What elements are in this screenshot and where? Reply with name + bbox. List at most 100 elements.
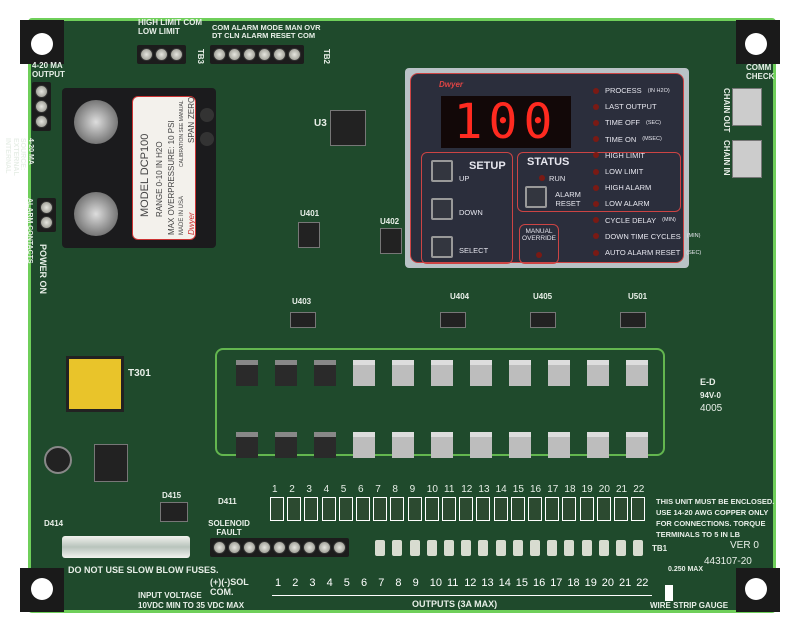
indicator-row: TIME OFF(SEC) (593, 118, 661, 127)
indicator-row: LAST OUTPUT (593, 102, 663, 111)
down-button[interactable] (431, 198, 453, 220)
tb3-labels: HIGH LIMIT COM LOW LIMIT (138, 18, 202, 37)
output-number: 4 (326, 577, 333, 589)
output-led (442, 497, 456, 521)
terminal-pad (512, 540, 523, 556)
indicator-led (593, 136, 599, 143)
alarm-reset-button[interactable] (525, 186, 547, 208)
t301-label: T301 (128, 368, 151, 379)
calibration-text: CALIBRATION SEE MANUAL (179, 100, 185, 167)
select-button[interactable] (431, 236, 453, 258)
indicator-label: HIGH LIMIT (605, 150, 646, 160)
indicator-unit: (MIN) (662, 217, 676, 224)
output-label: 4-20 MA OUTPUT (32, 61, 65, 79)
output-number: 2 (292, 577, 299, 589)
tb3-label: TB3 (195, 48, 205, 64)
led-channel-number: 14 (495, 484, 507, 495)
span-text: SPAN (187, 121, 196, 143)
manual-override-label[interactable]: MANUAL OVERRIDE (522, 228, 556, 242)
terminal-pad (581, 540, 592, 556)
tb3-terminal-block[interactable] (137, 45, 186, 64)
chip (298, 222, 320, 248)
led-channel-number: 22 (633, 484, 645, 495)
setup-title: SETUP (469, 160, 506, 172)
sensor-label: MODEL DCP100 RANGE 0-10 IN H2O MAX OVERP… (132, 96, 196, 240)
d411-label: D411 (218, 497, 237, 506)
terminal-pad (409, 540, 420, 556)
output-number: 6 (361, 577, 368, 589)
terminal-label: (+)(-)SOL COM. (210, 577, 249, 597)
output-led (596, 497, 611, 521)
pressure-port-low (74, 192, 118, 236)
mosfet (548, 432, 570, 458)
mosfet (509, 360, 531, 386)
tb2-label: ALARM MODE (231, 23, 283, 32)
led-channel-number: 16 (530, 484, 542, 495)
down-label: DOWN (459, 208, 483, 217)
output-led (579, 497, 594, 521)
chain-out-jack[interactable] (732, 88, 762, 126)
indicator-row: LOW LIMIT (593, 167, 649, 176)
led-display: 100 (441, 96, 571, 148)
output-number: 21 (619, 577, 632, 589)
warning-text: FOR CONNECTIONS. TORQUE (656, 519, 766, 528)
tb2-terminal-block[interactable] (210, 45, 304, 64)
up-button[interactable] (431, 160, 453, 182)
led-channel-number: 21 (616, 484, 628, 495)
led-channel-number: 10 (426, 484, 438, 495)
led-channel-number: 20 (598, 484, 610, 495)
led-channel-number: 12 (461, 484, 473, 495)
output-led (321, 497, 336, 521)
chain-out-label: CHAIN OUT (722, 88, 731, 133)
u401-label: U401 (300, 209, 320, 218)
tb2-label: COM (212, 23, 230, 32)
terminal-pad (495, 540, 506, 556)
outputs-bracket (272, 595, 652, 596)
overpressure-text: MAX OVERPRESSURE: 10 PSI (167, 120, 176, 235)
output-terminal-block[interactable] (32, 82, 51, 131)
mosfet (392, 432, 414, 458)
pressure-sensor-module: MODEL DCP100 RANGE 0-10 IN H2O MAX OVERP… (62, 88, 216, 248)
indicator-led (593, 217, 599, 224)
tb2-label: ALARM RESET (241, 31, 296, 41)
output-led (270, 497, 284, 521)
indicator-label: CYCLE DELAY (605, 215, 657, 225)
tb3-label-low-limit: LOW LIMIT (138, 26, 180, 36)
u403-label: U403 (292, 297, 312, 306)
status-title: STATUS (527, 156, 570, 168)
run-label: RUN (549, 174, 566, 183)
indicator-label: HIGH ALARM (605, 183, 652, 193)
indicator-label: AUTO ALARM RESET (605, 248, 681, 257)
chip (380, 228, 402, 254)
run-led (539, 175, 545, 181)
power-output-terminal-block[interactable] (210, 538, 349, 557)
tb2-label: COM (297, 31, 316, 41)
led-channel-number: 19 (581, 484, 593, 495)
indicator-led (593, 249, 599, 256)
chain-in-jack[interactable] (732, 140, 762, 178)
indicator-label: TIME ON (605, 134, 637, 144)
zero-adjust[interactable] (200, 132, 214, 146)
mosfet (509, 432, 531, 458)
indicator-row: HIGH ALARM (593, 183, 657, 192)
part-number: 443107-20 (704, 556, 752, 567)
output-led (528, 497, 542, 521)
manual-override-group (519, 224, 559, 264)
output-led (373, 497, 388, 521)
alarm-terminal-block[interactable] (37, 198, 56, 232)
source-label: 4-20 MA SOURCE: EXTERNAL INTERNAL (3, 138, 34, 176)
mount-hole (31, 578, 53, 600)
output-number: 13 (481, 577, 494, 589)
outputs-label: OUTPUTS (3A MAX) (412, 599, 498, 609)
chip (620, 312, 646, 328)
comm-check-label: COMM CHECK (746, 63, 775, 81)
indicator-led (593, 103, 599, 110)
led-channel-number: 7 (375, 484, 381, 495)
mount-hole (31, 33, 53, 55)
indicator-led (593, 184, 599, 191)
mosfet (353, 432, 375, 458)
led-channel-number: 13 (478, 484, 490, 495)
span-adjust[interactable] (200, 108, 214, 122)
mosfet (587, 360, 609, 386)
indicator-label: LOW LIMIT (605, 167, 644, 176)
